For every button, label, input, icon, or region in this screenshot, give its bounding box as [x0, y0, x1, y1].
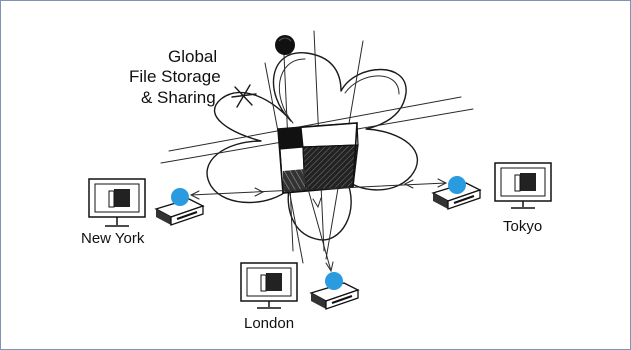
title-line-2: File Storage [129, 67, 221, 86]
workstation-tokyo: Tokyo [433, 163, 551, 235]
black-pin-icon [275, 35, 295, 55]
workstation-new-york: New York [81, 179, 203, 247]
workstation-london: London [241, 263, 358, 332]
location-label: London [244, 315, 294, 332]
desktop-monitor-icon [241, 263, 297, 308]
node-marker [325, 272, 343, 290]
location-label: Tokyo [503, 218, 542, 235]
desktop-monitor-icon [89, 179, 145, 226]
location-label: New York [81, 230, 145, 247]
desktop-monitor-icon [495, 163, 551, 208]
title-line-1: Global [168, 47, 217, 66]
asterisk-icon [232, 85, 256, 107]
diagram-title: Global File Storage & Sharing [129, 47, 221, 107]
node-marker [448, 176, 466, 194]
title-line-3: & Sharing [141, 88, 216, 107]
node-marker [171, 188, 189, 206]
central-storage-block [278, 123, 358, 193]
